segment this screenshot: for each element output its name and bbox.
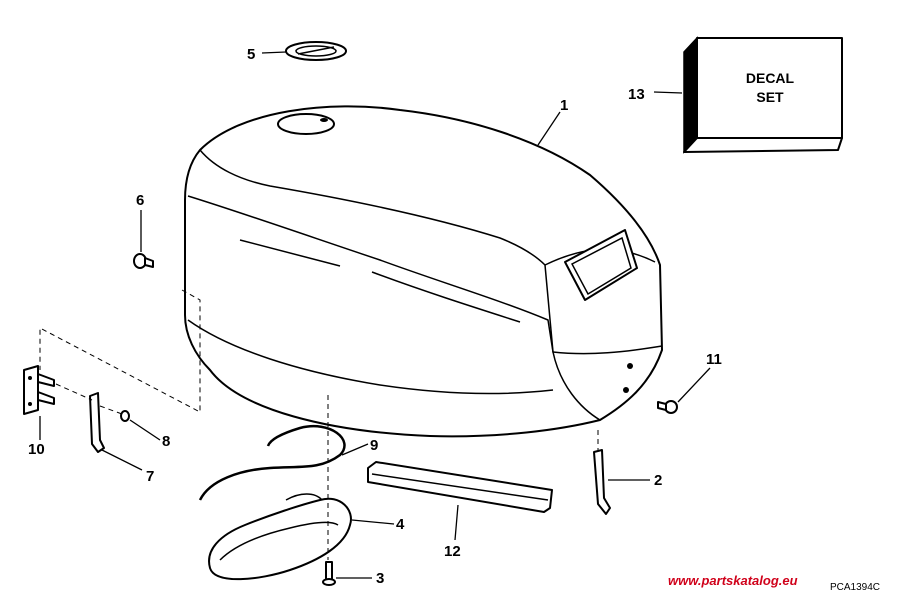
callout-2: 2 <box>654 472 662 489</box>
watermark-text: www.partskatalog.eu <box>668 573 798 588</box>
leader-lines <box>39 51 711 579</box>
callout-3: 3 <box>376 570 384 587</box>
callout-5: 5 <box>247 46 255 63</box>
latch-bracket-7 <box>89 392 105 453</box>
callout-13: 13 <box>628 86 645 103</box>
callout-10: 10 <box>28 441 45 458</box>
screw-6 <box>133 253 154 269</box>
callout-numbers: 1 2 3 4 5 6 7 8 9 10 11 12 13 <box>28 46 722 587</box>
callout-4: 4 <box>396 516 405 533</box>
latch-bracket-2 <box>593 449 611 515</box>
wire-cable-9 <box>198 425 346 501</box>
callout-8: 8 <box>162 433 170 450</box>
screw-3 <box>322 561 336 586</box>
callout-11: 11 <box>706 351 722 368</box>
assembly-lines <box>39 289 599 560</box>
engine-cowl <box>184 105 663 438</box>
decal-line-2: SET <box>756 89 784 105</box>
lower-seal-4 <box>208 493 352 581</box>
cap-plug <box>285 41 347 61</box>
callout-1: 1 <box>560 97 568 114</box>
callout-9: 9 <box>370 437 378 454</box>
callout-12: 12 <box>444 543 461 560</box>
washer-8 <box>120 410 130 422</box>
decal-set-box: DECAL SET <box>683 36 843 154</box>
drawing-code: PCA1394C <box>830 582 880 593</box>
rubber-strip-12 <box>367 461 553 513</box>
callout-6: 6 <box>136 192 144 209</box>
screw-11 <box>657 400 678 414</box>
decal-line-1: DECAL <box>746 70 795 86</box>
callout-7: 7 <box>146 468 154 485</box>
bracket-plate-10 <box>23 365 55 415</box>
